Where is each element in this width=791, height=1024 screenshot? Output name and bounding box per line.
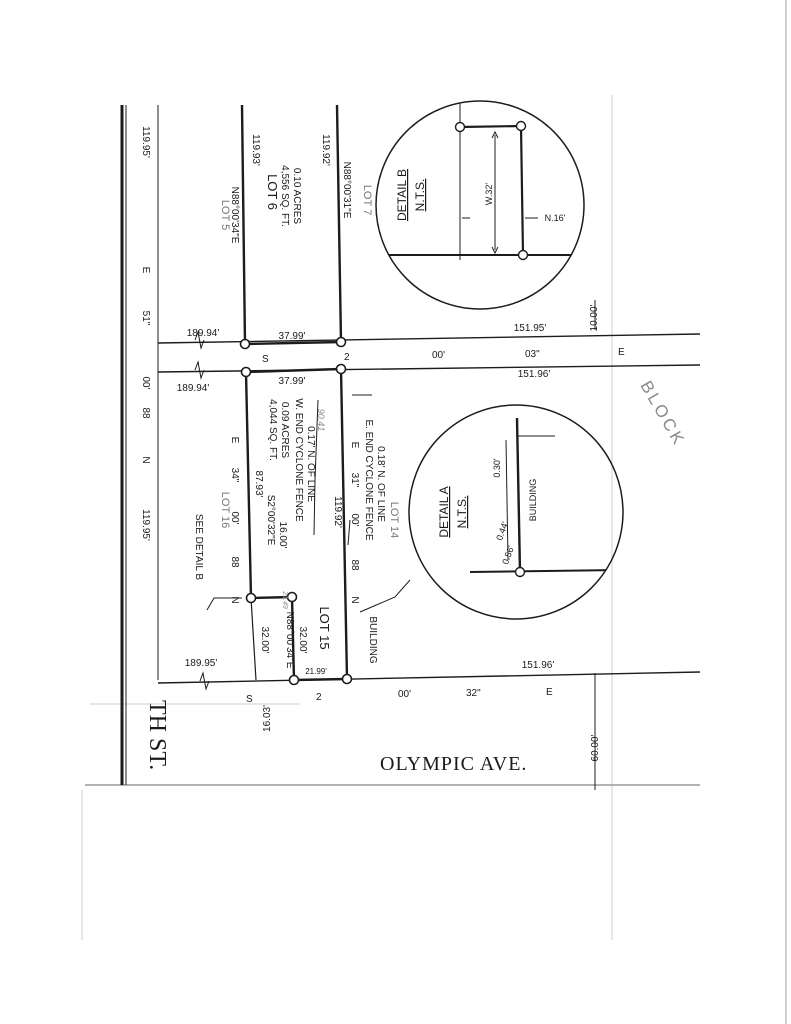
lot-5-dist: 119.93' (250, 134, 261, 166)
north-row-dist-west: 189.94' (187, 328, 220, 339)
top-bearing-deg: 88 (140, 407, 151, 419)
building-label: BUILDING (367, 616, 378, 663)
lot-7-dist: 119.92' (320, 134, 331, 166)
fence-west-line1: W. END CYCLONE FENCE (293, 398, 304, 522)
lot-line-5-6 (240, 104, 247, 345)
lot-15-east-dist: 32.00' (297, 627, 308, 654)
olympic-bearing-e: E (546, 687, 553, 698)
detail-b-scale: N.T.S. (413, 179, 427, 212)
top-bearing-sec: 51" (140, 311, 151, 326)
detail-b-title: DETAIL B (395, 169, 409, 221)
lot-7-bearing: N88°00'31"E (341, 162, 352, 219)
lot-14-bearing-e: E (349, 442, 360, 449)
lot-5-label: LOT 5 (219, 200, 231, 230)
lot-16-dist: 87.93' (253, 471, 264, 498)
lot-14-label: LOT 14 (388, 502, 400, 539)
lot-16-jog-bearing: S2°00'32"E (265, 495, 276, 546)
olympic-bearing-deg: 2 (316, 692, 322, 703)
fence-east-line2: 0.18' N. OF LINE (375, 446, 386, 522)
detail-b: DETAIL B N.T.S. W.32' N.16' (375, 100, 585, 310)
top-bearing-min: 00' (140, 376, 151, 389)
olympic-bearing-s: S (246, 694, 253, 705)
lot-16-label: LOT 16 (219, 492, 231, 529)
dim-60-00: 60.00' (590, 734, 601, 761)
north-row-dist-mid: 37.99' (279, 331, 306, 342)
lot-16-bearing-e: E (229, 437, 240, 444)
handwritten-note-2: 21.49 (281, 590, 288, 609)
lot-16-jog-dist: 16.00' (277, 522, 288, 549)
detail-a-dim-1: 0.30' (492, 458, 502, 478)
lot-16-bearing-sec: 34" (229, 468, 240, 483)
lot-6-label: LOT 6 (265, 174, 280, 210)
olympic-ave-label: OLYMPIC AVE. (380, 753, 527, 775)
lot-6-acres: 0.10 ACRES (291, 168, 302, 224)
detail-a-scale: N.T.S. (455, 496, 469, 529)
olympic-row-dist-east: 151.96' (522, 660, 555, 671)
olympic-bearing-min: 00' (398, 689, 411, 700)
olympic-row-line (157, 671, 701, 684)
dim-10-00: 10.00' (589, 304, 600, 331)
row-bearing-s: S (262, 354, 269, 365)
detail-a-title: DETAIL A (437, 486, 451, 537)
row-bearing-min: 00' (432, 350, 445, 361)
lot-16-bearing-n: N (229, 596, 240, 603)
lot-7-label: LOT 7 (361, 185, 373, 215)
dim-16-03: 16.03' (262, 705, 273, 732)
olympic-bearing-sec: 32" (466, 688, 481, 699)
detail-b-offset: N.16' (545, 213, 566, 223)
detail-a-circle (408, 404, 624, 620)
lot-16-acres: 0.09 ACRES (279, 402, 290, 458)
detail-a: DETAIL A N.T.S. 0.30' 0.44' 0.56' BUILDI… (408, 404, 624, 620)
see-detail-b-label: SEE DETAIL B (193, 514, 204, 580)
olympic-row-dist-west: 189.95' (185, 658, 218, 669)
top-bearing-n: N (140, 456, 151, 463)
south-row-dist-mid: 37.99' (279, 376, 306, 387)
detail-a-dim-3: 0.56' (500, 544, 516, 566)
top-dist-east: 119.95' (140, 126, 151, 158)
detail-b-circle (375, 100, 585, 310)
lot-15-bearing: N88°00'34"E (284, 612, 295, 669)
lot-line-6-7 (335, 104, 343, 343)
north-row-line (157, 333, 701, 344)
fence-east-line1: E. END CYCLONE FENCE (363, 419, 374, 540)
lot-6-area: 4,556 SQ. FT. (279, 165, 290, 227)
lot-5-bearing: N88°00'34"E (229, 187, 240, 244)
row-bearing-sec: 03" (525, 349, 540, 360)
south-row-line (157, 364, 701, 373)
lot-15-label: LOT 15 (317, 606, 332, 649)
row-bearing-e: E (618, 347, 625, 358)
lot-14-bearing-min: 00' (349, 513, 360, 526)
olympic-row-dist-mid: 21.99' (305, 667, 327, 676)
lot-16-bearing-min: 00' (229, 511, 240, 524)
north-row-dist-east: 151.95' (514, 323, 547, 334)
lot-line-15-east (339, 368, 349, 680)
block-stamp: BLOCK (637, 378, 690, 450)
lot-14-dist: 119.92' (332, 496, 343, 528)
detail-a-building: BUILDING (528, 479, 538, 522)
lot-16-area: 4,044 SQ. FT. (267, 399, 278, 461)
top-dist-west: 119.95' (140, 509, 151, 541)
handwritten-note-1: 90.41 (316, 409, 326, 432)
lot-16-bearing-deg: 88 (229, 556, 240, 568)
side-street-label: TH ST. (144, 700, 170, 770)
row-bearing-deg: 2 (344, 352, 350, 363)
south-row-dist-west: 189.94' (177, 383, 210, 394)
detail-b-width: W.32' (484, 183, 494, 206)
fence-west-line2: 0.17' N. OF LINE (305, 426, 316, 502)
top-bearing-e: E (140, 267, 151, 274)
south-row-dist-east: 151.96' (518, 369, 551, 380)
lot-14-bearing-sec: 31" (349, 473, 360, 488)
survey-monuments (239, 336, 353, 686)
lot-14-bearing-deg: 88 (349, 559, 360, 571)
lot-line-16-west (244, 371, 253, 599)
lot-14-bearing-n: N (349, 596, 360, 603)
lot-15-west-dist: 32.00' (259, 627, 270, 654)
